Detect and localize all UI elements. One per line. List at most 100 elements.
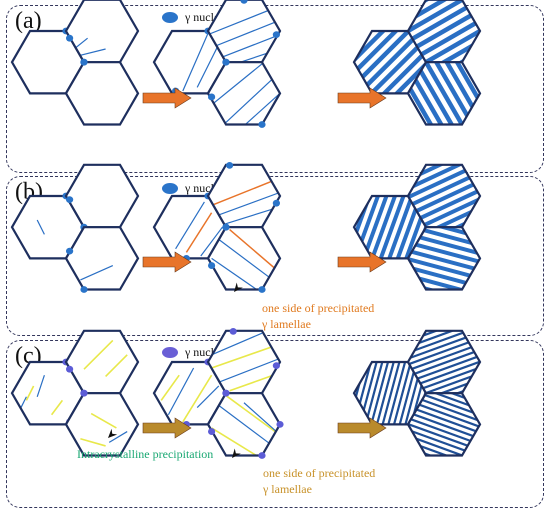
lamella-stripe — [354, 31, 426, 94]
progress-arrow-icon — [142, 417, 192, 439]
lamella-line — [214, 402, 274, 447]
grain-fill — [12, 31, 84, 94]
grain-fill — [66, 62, 138, 125]
lamella-stripe — [356, 362, 415, 425]
nucleation-site — [66, 34, 74, 42]
pointer-arrow-icon — [108, 428, 118, 438]
lamella-line — [208, 19, 280, 50]
panel-c-intra-text: Intracrystalline precipitation — [77, 447, 214, 461]
lamella-stripe — [408, 62, 480, 125]
lamella-stripe — [408, 345, 480, 394]
lamella-line — [211, 191, 280, 219]
lamella-line — [175, 201, 205, 250]
lamella-line — [76, 48, 106, 57]
lamella-line — [221, 74, 277, 125]
lamella-line — [108, 431, 128, 443]
lamella-stripe — [408, 0, 480, 63]
grain-fill — [12, 362, 84, 425]
lamella-stripe — [361, 362, 420, 425]
nucleation-dot-icon — [162, 183, 178, 194]
lamella-line — [222, 206, 280, 226]
lamella-stripe — [408, 164, 480, 228]
nucleation-site — [222, 389, 230, 397]
lamella-stripe — [408, 164, 480, 228]
grain-fill — [208, 330, 280, 394]
grain-boundary — [64, 226, 140, 291]
lamella-stripe — [408, 393, 480, 453]
nucleation-site — [80, 389, 88, 397]
lamella-stripe — [368, 196, 426, 259]
arrow-layer — [108, 87, 387, 458]
grain-boundary — [64, 61, 140, 126]
lamella-stripe — [408, 227, 480, 275]
lamella-stripe — [408, 335, 480, 394]
grain-fill — [154, 196, 226, 259]
lamella-stripe — [408, 330, 480, 370]
nucleation-site — [272, 31, 280, 38]
grain — [64, 226, 140, 293]
lamella-stripe — [408, 402, 480, 456]
lamella-stripe — [408, 227, 480, 283]
grain-boundary — [406, 226, 482, 291]
nucleation-site — [258, 452, 266, 459]
lamella-stripe — [408, 393, 480, 438]
lamella-line — [214, 34, 280, 61]
panel-c-intra-note: Intracrystalline precipitation — [77, 446, 213, 462]
lamella-stripe — [408, 397, 480, 456]
lamella-line — [211, 257, 259, 290]
grain-layer — [10, 0, 482, 459]
lamella-stripe — [354, 31, 426, 94]
lamella-line — [182, 374, 213, 423]
lamella-stripe — [408, 407, 480, 456]
grain-fill — [12, 196, 84, 259]
progress-arrow-icon — [337, 417, 387, 439]
lamella-line — [200, 226, 223, 257]
lamella-line — [208, 343, 280, 370]
nucleation-site — [240, 0, 248, 4]
grain-fill — [66, 164, 138, 228]
lamella-stripe — [408, 340, 480, 394]
lamella-stripe — [383, 362, 426, 425]
lamella-line — [214, 236, 274, 281]
lamella-line — [196, 43, 220, 88]
lamella-line — [36, 219, 45, 235]
nucleation-site — [222, 223, 230, 231]
panel-a-label: (a) — [15, 8, 42, 34]
grain — [206, 389, 284, 459]
grain — [406, 329, 482, 395]
nucleation-dot-icon — [162, 347, 178, 358]
lamella-stripe — [408, 62, 480, 125]
lamella-stripe — [408, 164, 480, 228]
grain — [64, 389, 140, 457]
lamella-stripe — [411, 62, 480, 125]
grain-boundary — [406, 392, 482, 457]
lamella-stripe — [408, 350, 480, 394]
lamella-stripe — [408, 62, 480, 125]
lamella-stripe — [408, 330, 480, 391]
grain — [206, 223, 282, 293]
lamella-line — [83, 339, 114, 370]
lamella-stripe — [377, 362, 426, 425]
lamella-line — [25, 385, 35, 401]
progress-arrow-icon — [337, 87, 387, 109]
grain-fill — [66, 227, 138, 290]
lamella-line — [36, 374, 45, 397]
lamella-line — [211, 332, 263, 356]
lamella-stripe — [375, 196, 426, 259]
lamella-stripe — [408, 253, 480, 290]
nucleation-site — [272, 362, 280, 369]
lamella-stripe — [354, 31, 426, 94]
lamella-stripe — [408, 62, 477, 125]
lamella-line — [50, 399, 64, 416]
lamella-stripe — [408, 393, 480, 456]
lamella-stripe — [408, 230, 480, 290]
lamella-line — [105, 354, 128, 377]
lamella-stripe — [408, 164, 480, 228]
lamella-stripe — [354, 196, 409, 259]
lamella-stripe — [354, 31, 426, 94]
progress-arrow-icon — [142, 87, 192, 109]
grain — [406, 392, 482, 457]
lamella-line — [196, 385, 220, 409]
lamella-stripe — [408, 0, 480, 63]
nucleation-site — [226, 162, 234, 169]
